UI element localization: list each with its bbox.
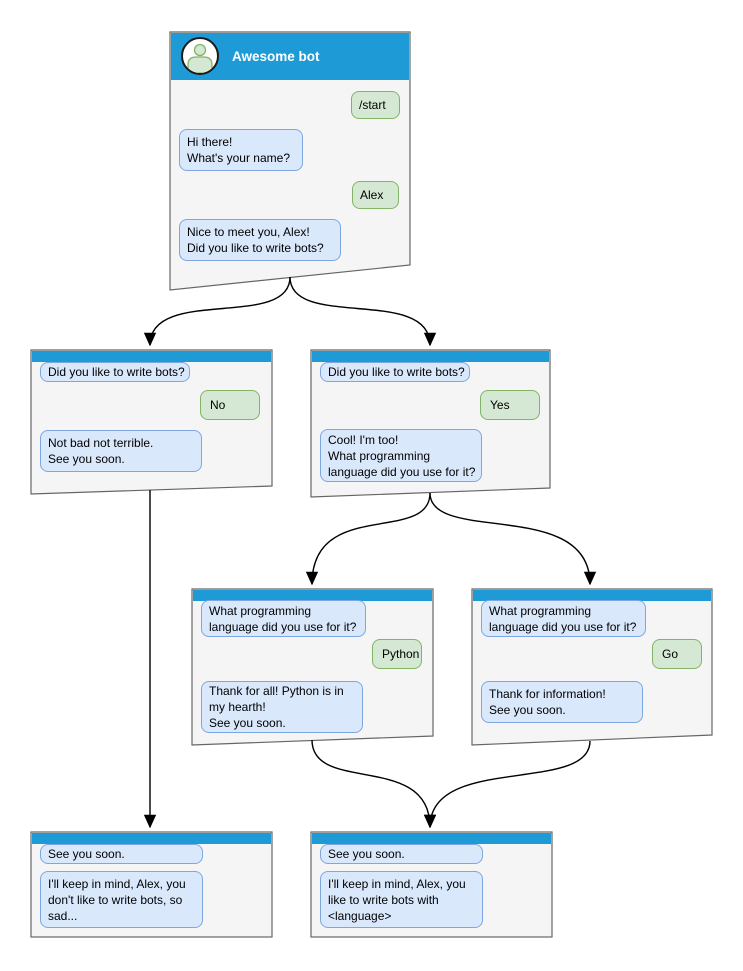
message-bubble-go-question: What programming language did you use fo… xyxy=(481,600,646,637)
go-window-bar xyxy=(473,590,711,601)
message-bubble-python-answer: Python xyxy=(372,639,422,669)
message-bubble-endno-question: See you soon. xyxy=(40,844,203,864)
bot-avatar-icon xyxy=(181,37,219,75)
root-window-title: Awesome bot xyxy=(232,48,320,64)
message-bubble-greeting: Hi there! What's your name? xyxy=(179,129,303,171)
edge-root-to-yes xyxy=(289,276,430,345)
end-no-window-bar xyxy=(32,833,271,844)
edge-root-to-no xyxy=(150,276,291,345)
message-bubble-endyes-question: See you soon. xyxy=(320,844,483,864)
message-bubble-no-answer: No xyxy=(200,390,260,420)
message-bubble-python-reply: Thank for all! Python is in my hearth! S… xyxy=(201,681,363,733)
python-window-bar xyxy=(193,590,432,601)
message-bubble-endyes-reply: I'll keep in mind, Alex, you like to wri… xyxy=(320,871,483,928)
message-bubble-yes-answer: Yes xyxy=(480,390,540,420)
message-bubble-yes-reply: Cool! I'm too! What programming language… xyxy=(320,429,482,482)
message-bubble-no-reply: Not bad not terrible. See you soon. xyxy=(40,430,202,472)
message-bubble-go-answer: Go xyxy=(652,639,702,669)
edge-yes-to-go xyxy=(429,492,590,584)
message-bubble-python-question: What programming language did you use fo… xyxy=(201,600,366,637)
message-bubble-root-question: Nice to meet you, Alex! Did you like to … xyxy=(179,219,341,261)
edge-yes-to-python xyxy=(312,492,431,584)
message-bubble-no-question: Did you like to write bots? xyxy=(40,362,190,382)
message-bubble-yes-question: Did you like to write bots? xyxy=(320,362,470,382)
edge-python-to-end xyxy=(311,739,430,827)
end-yes-window-bar xyxy=(312,833,551,844)
no-window-bar xyxy=(32,351,271,362)
message-bubble-endno-reply: I'll keep in mind, Alex, you don't like … xyxy=(40,871,203,928)
edge-go-to-end xyxy=(430,740,591,827)
message-bubble-start: /start xyxy=(351,91,400,119)
yes-window-bar xyxy=(312,351,549,362)
message-bubble-name: Alex xyxy=(352,181,399,209)
message-bubble-go-reply: Thank for information! See you soon. xyxy=(481,681,643,723)
